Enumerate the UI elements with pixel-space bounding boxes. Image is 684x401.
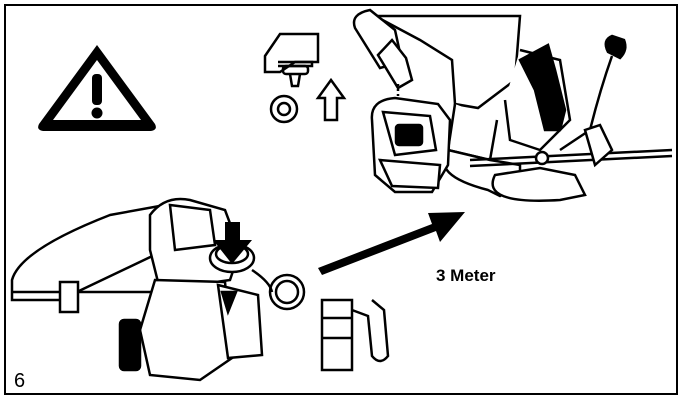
fuel-pump-icon	[320, 298, 390, 372]
arrow-up-icon	[315, 77, 347, 122]
engine-bottom	[10, 197, 306, 382]
pull-starter-icon	[263, 32, 320, 124]
warning-triangle-icon	[38, 45, 156, 131]
distance-arrow	[318, 212, 465, 275]
distance-label: 3 Meter	[436, 266, 496, 285]
figure-number: 6	[14, 370, 26, 392]
engine-top	[370, 84, 452, 194]
arrow-down-icon	[213, 222, 252, 264]
